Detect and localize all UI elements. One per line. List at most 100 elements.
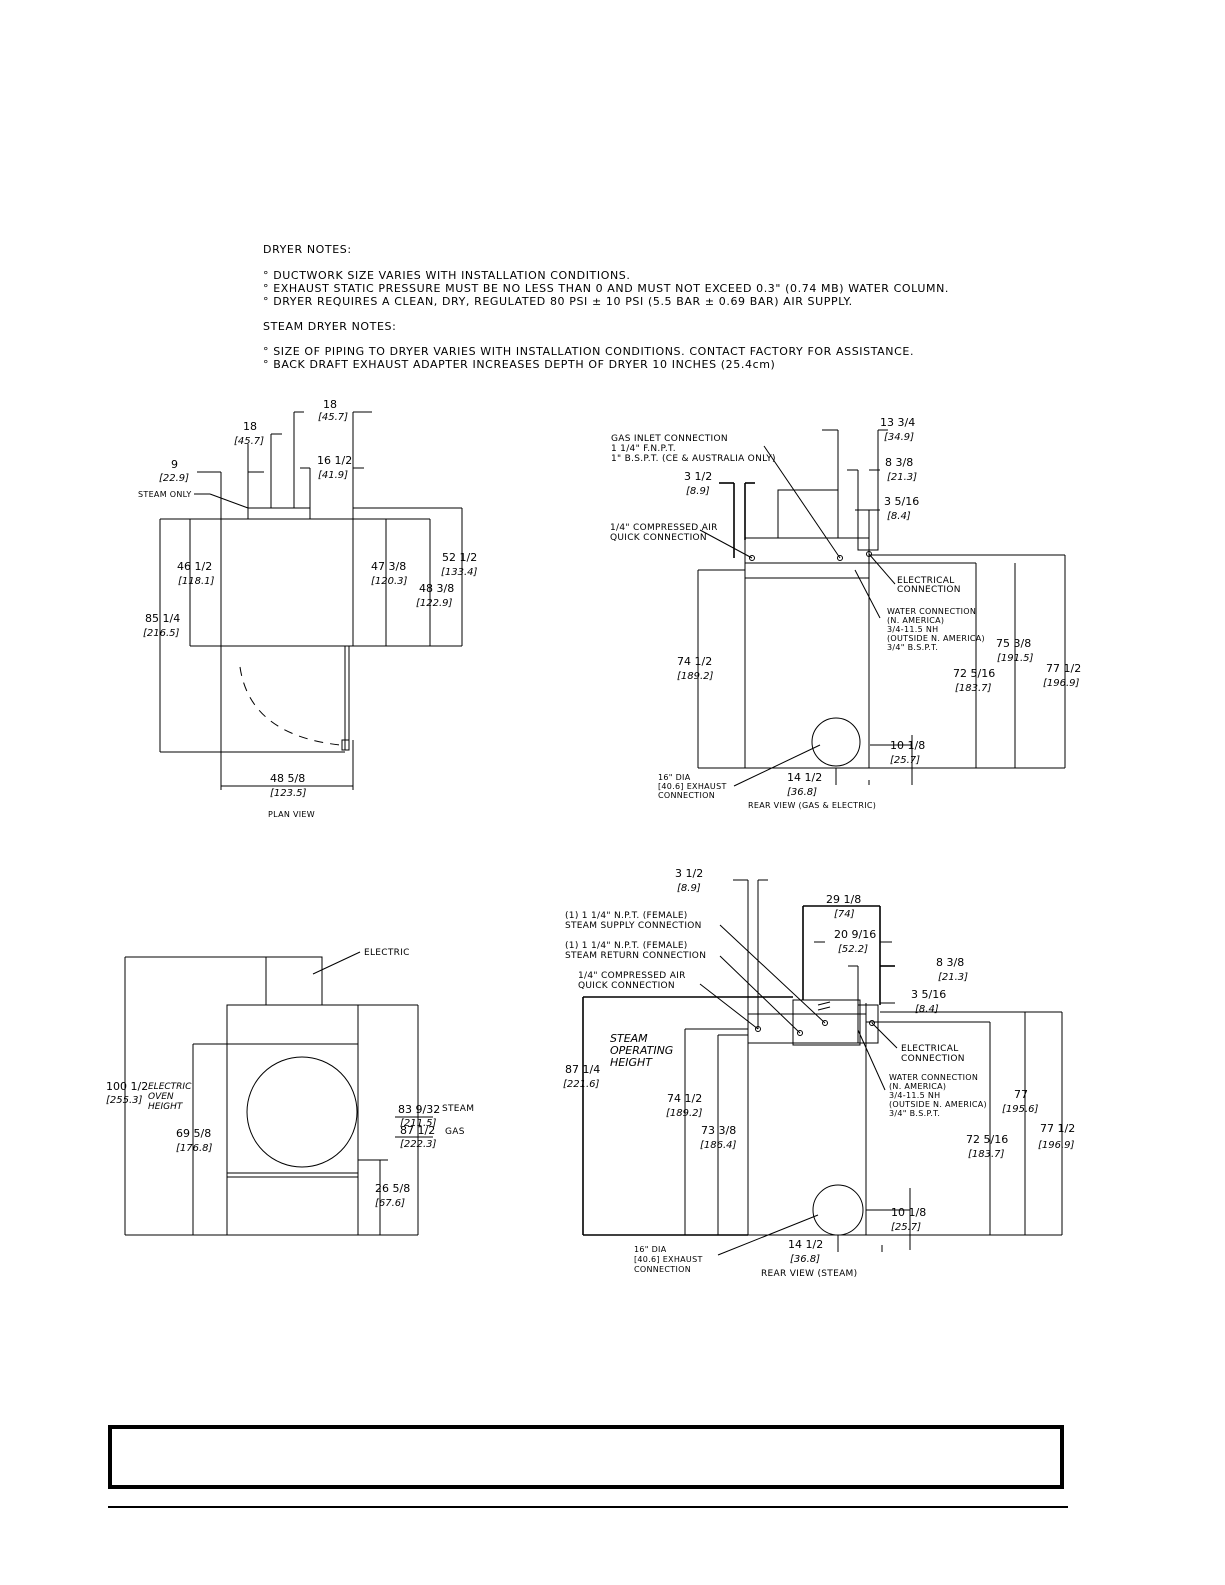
rear-gas-dim-3-5: 3 5/16 [884,495,919,508]
rear-gas-dim-13-mm: [34.9] [884,432,914,443]
steam-return-line-1: (1) 1 1/4" N.P.T. (FEMALE) [565,941,688,951]
rear-steam-dim-74-mm: [189.2] [666,1108,703,1119]
front-electric-label: ELECTRIC [364,948,410,958]
notes-block: DRYER NOTES: ° DUCTWORK SIZE VARIES WITH… [263,243,949,371]
front-dim-26: 26 5/8 [375,1182,410,1195]
rear-steam-dim-74: 74 1/2 [667,1092,702,1105]
plan-dim-48-38: 48 3/8 [419,582,454,595]
footer-rule [108,1506,1068,1508]
rear-gas-dim-72: 72 5/16 [953,667,995,680]
rear-gas-dim-8: 8 3/8 [885,456,913,469]
rear-steam-dim-20-mm: [52.2] [838,944,868,955]
front-door-circle [246,1056,358,1168]
rear-steam-dim-3-5-mm: [8.4] [915,1004,939,1015]
plan-cabinet [220,518,354,647]
rear-gas-exhaust-line-3: CONNECTION [658,791,715,800]
rear-steam-dim-77-12-mm: [196.9] [1038,1140,1075,1151]
front-dim-100-mm: [255.3] [106,1095,143,1106]
steam-notes-heading: STEAM DRYER NOTES: [263,320,396,333]
front-dim-69: 69 5/8 [176,1127,211,1140]
rear-steam-cabinet [747,1042,867,1236]
rear-gas-dim-75-mm: [191.5] [997,653,1034,664]
rear-steam-dim-10: 10 1/8 [891,1206,926,1219]
operating-height-line-1: STEAM [610,1032,648,1045]
rear-view-steam: 3 1/2 [8.9] (1) 1 1/4" N.P.T. (FEMALE) S… [563,867,1075,1279]
gas-inlet-line-1: GAS INLET CONNECTION [611,434,728,444]
front-dim-26-mm: [67.6] [375,1198,405,1209]
rear-steam-dim-72: 72 5/16 [966,1133,1008,1146]
plan-dim-18-top-mm: [45.7] [318,412,348,423]
rear-steam-dim-77: 77 [1014,1088,1028,1101]
rear-steam-water-line-5: 3/4" B.S.P.T. [889,1109,940,1118]
front-dim-83-mm: [211.5] [400,1118,437,1129]
plan-view-title: PLAN VIEW [268,810,315,819]
rear-steam-dim-77-12: 77 1/2 [1040,1122,1075,1135]
rear-steam-exhaust-circle [812,1184,864,1236]
plan-dim-52-mm: [133.4] [441,567,478,578]
rear-gas-air-line-1: 1/4" COMPRESSED AIR [610,523,718,533]
plan-dim-18: 18 [243,420,257,433]
rear-gas-dim-3-5-mm: [8.4] [887,511,911,522]
door-swing-arc [239,666,341,746]
plan-dim-52: 52 1/2 [442,551,477,564]
steam-supply-line-2: STEAM SUPPLY CONNECTION [565,921,702,931]
oven-height-line-2: OVEN [148,1092,174,1102]
rear-gas-electrical-line-1: ELECTRICAL [897,576,955,586]
rear-steam-dim-29-mm: [74] [834,909,855,920]
rear-steam-dim-73: 73 3/8 [701,1124,736,1137]
rear-steam-top-box [792,999,861,1046]
rear-steam-dim-3-5: 3 5/16 [911,988,946,1001]
rear-steam-dim-3-1-mm: [8.9] [677,883,701,894]
rear-gas-dim-14: 14 1/2 [787,771,822,784]
rear-gas-dim-75: 75 3/8 [996,637,1031,650]
front-gas-label: GAS [445,1127,465,1137]
rear-steam-dim-72-mm: [183.7] [968,1149,1005,1160]
front-dim-87-mm: [222.3] [400,1139,437,1150]
oven-height-line-1: ELECTRIC [148,1082,192,1092]
rear-gas-dim-3-1-mm: [8.9] [686,486,710,497]
rear-gas-water-line-3: 3/4-11.5 NH [887,625,938,634]
dryer-note-1: ° DUCTWORK SIZE VARIES WITH INSTALLATION… [263,269,630,282]
rear-gas-exhaust-line-2: [40.6] EXHAUST [658,782,727,791]
oven-height-line-3: HEIGHT [148,1102,184,1112]
rear-gas-exhaust-box [777,489,839,539]
plan-dim-48-58-mm: [123.5] [270,788,307,799]
front-dim-87: 87 1/2 [400,1124,435,1137]
steam-note-2: ° BACK DRAFT EXHAUST ADAPTER INCREASES D… [263,358,775,371]
front-dim-83: 83 9/32 [398,1103,440,1116]
front-dim-69-mm: [176.8] [176,1143,213,1154]
rear-gas-water-line-5: 3/4" B.S.P.T. [887,643,938,652]
rear-steam-exhaust-line-3: CONNECTION [634,1265,691,1274]
operating-height-line-2: OPERATING [610,1044,673,1057]
rear-steam-electrical-line-2: CONNECTION [901,1054,965,1064]
front-view: ELECTRIC 100 1/2 [255.3] ELECTRIC OVEN H… [106,948,474,1236]
rear-steam-exhaust-line-2: [40.6] EXHAUST [634,1255,703,1264]
rear-steam-dim-87: 87 1/4 [565,1063,600,1076]
gas-inlet-line-3: 1" B.S.P.T. (CE & AUSTRALIA ONLY) [611,454,776,464]
rear-steam-dim-14-mm: [36.8] [790,1254,820,1265]
plan-dim-48-38-mm: [122.9] [416,598,453,609]
rear-gas-dim-72-mm: [183.7] [955,683,992,694]
rear-steam-dim-8: 8 3/8 [936,956,964,969]
rear-steam-dim-29: 29 1/8 [826,893,861,906]
rear-steam-title: REAR VIEW (STEAM) [761,1269,857,1279]
plan-dim-46-mm: [118.1] [178,576,215,587]
rear-steam-water-line-1: WATER CONNECTION [889,1073,978,1082]
rear-gas-exhaust-line-1: 16" DIA [658,773,691,782]
rear-gas-dim-3-1: 3 1/2 [684,470,712,483]
rear-gas-dim-14-mm: [36.8] [787,787,817,798]
rear-steam-dim-10-mm: [25.7] [891,1222,921,1233]
plan-dim-18-mm: [45.7] [234,436,264,447]
rear-steam-water-line-3: 3/4-11.5 NH [889,1091,940,1100]
steam-note-1: ° SIZE OF PIPING TO DRYER VARIES WITH IN… [263,345,914,358]
plan-dim-85: 85 1/4 [145,612,180,625]
dryer-note-2: ° EXHAUST STATIC PRESSURE MUST BE NO LES… [263,282,949,295]
plan-dim-47-mm: [120.3] [371,576,408,587]
plan-view: 18 [45.7] 18 [45.7] 9 [22.9] 16 1/2 [41.… [138,398,478,819]
plan-dim-85-mm: [216.5] [143,628,180,639]
rear-gas-dim-74: 74 1/2 [677,655,712,668]
steam-supply-line-1: (1) 1 1/4" N.P.T. (FEMALE) [565,911,688,921]
rear-steam-air-line-1: 1/4" COMPRESSED AIR [578,971,686,981]
rear-gas-dim-10: 10 1/8 [890,739,925,752]
